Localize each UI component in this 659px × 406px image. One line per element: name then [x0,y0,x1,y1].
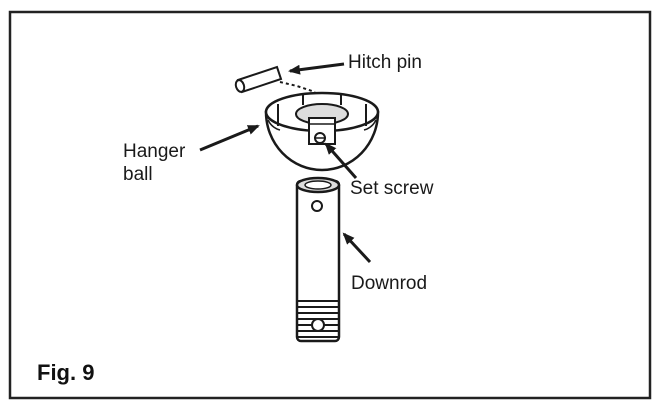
downrod-label: Downrod [351,273,427,294]
downrod-drawing [295,176,341,343]
hanger-ball-label-line2: ball [123,164,153,185]
set-screw-label: Set screw [350,178,434,199]
downrod-arrow [342,232,372,264]
hitch-pin-arrow [288,62,345,75]
figure-number: Fig. 9 [37,360,94,385]
hanger-ball-label-line1: Hanger [123,141,186,162]
hitch-pin-path [279,81,316,93]
hitch-pin-drawing [234,65,283,94]
hitch-pin-label: Hitch pin [348,52,422,73]
hanger-ball-arrow [199,124,260,152]
set-screw-arrow [324,142,358,179]
figure-frame [8,10,652,400]
hanger-ball-drawing [264,91,380,172]
